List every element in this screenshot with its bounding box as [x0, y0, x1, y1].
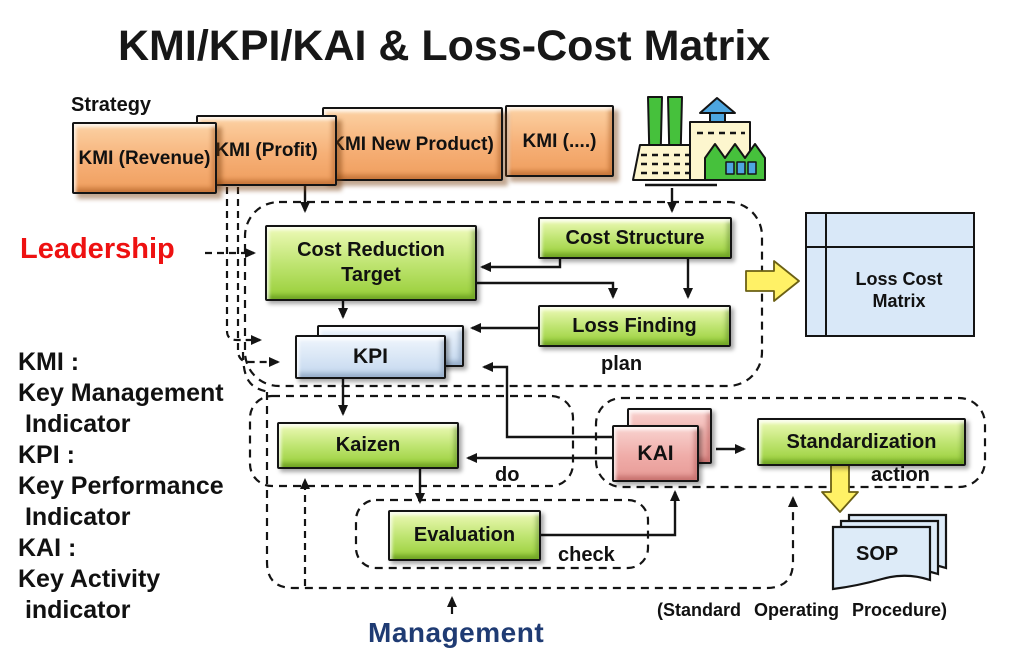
management-label: Management — [368, 617, 545, 648]
cost-reduction-target-box: Cost Reduction Target — [265, 225, 477, 301]
kai-box: KAI — [612, 425, 699, 482]
kpi-box: KPI — [295, 335, 446, 379]
coststructure-to-target-arrow — [480, 255, 562, 272]
sop-caption: (Standard Operating Procedure) — [657, 600, 948, 620]
solid-connectors — [300, 175, 760, 537]
sop-label: SOP — [856, 543, 899, 565]
kmi-new-product-box: KMI New Product) — [322, 107, 503, 181]
cost-structure-box: Cost Structure — [538, 217, 732, 259]
matrix-header-line — [807, 246, 973, 248]
legend-kmi-term: KMI : — [18, 348, 80, 376]
legend-kpi-term: KPI : — [18, 441, 75, 469]
matrix-column-line — [825, 214, 827, 335]
action-label: action — [871, 464, 930, 486]
evaluation-to-kai-arrow — [537, 490, 680, 537]
kmi-revenue-box: KMI (Revenue) — [72, 122, 217, 194]
target-to-lossfinding-arrow — [473, 281, 618, 299]
management-region — [265, 392, 798, 590]
management-region-joint — [241, 351, 271, 394]
loss-cost-matrix-label: Loss Cost Matrix — [855, 268, 943, 311]
legend-kmi-def-2: Indicator — [18, 410, 131, 438]
do-region — [248, 394, 575, 488]
plan-label: plan — [601, 353, 643, 375]
yellow-right-arrow-icon — [745, 260, 800, 302]
legend-kai-def-1: Key Activity — [18, 565, 161, 593]
plan-region — [243, 200, 764, 388]
standardization-box: Standardization — [757, 418, 966, 466]
kaizen-box: Kaizen — [277, 422, 459, 469]
kai-to-kpi-arrow — [482, 362, 612, 439]
page-title: KMI/KPI/KAI & Loss-Cost Matrix — [118, 22, 771, 70]
kmi-profit-box: KMI (Profit) — [196, 115, 337, 186]
legend-kai-def-2: indicator — [18, 596, 131, 624]
yellow-down-arrow-icon — [821, 464, 859, 513]
strategy-to-kpi-arrow-1 — [225, 187, 262, 345]
legend-kai-term: KAI : — [18, 534, 77, 562]
legend-kmi-def-1: Key Management — [18, 379, 224, 407]
factory-icon — [632, 96, 766, 181]
action-region — [594, 396, 987, 489]
strategy-to-kpi-arrow-2 — [236, 187, 280, 367]
evaluation-box: Evaluation — [388, 510, 541, 561]
legend-block: KMI : Key Management Indicator KPI : Key… — [18, 347, 224, 626]
check-label: check — [558, 544, 615, 566]
legend-kpi-def-2: Indicator — [18, 503, 131, 531]
loss-cost-matrix: Loss Cost Matrix — [805, 212, 975, 337]
strategy-label: Strategy — [71, 94, 152, 116]
dashed-connectors — [205, 187, 457, 614]
loss-finding-box: Loss Finding — [538, 305, 731, 347]
do-label: do — [495, 464, 520, 486]
legend-kpi-def-1: Key Performance — [18, 472, 224, 500]
sop-document-icon — [831, 513, 948, 591]
kmi-etc-box: KMI (....) — [505, 105, 614, 177]
leadership-label: Leadership — [20, 233, 175, 265]
